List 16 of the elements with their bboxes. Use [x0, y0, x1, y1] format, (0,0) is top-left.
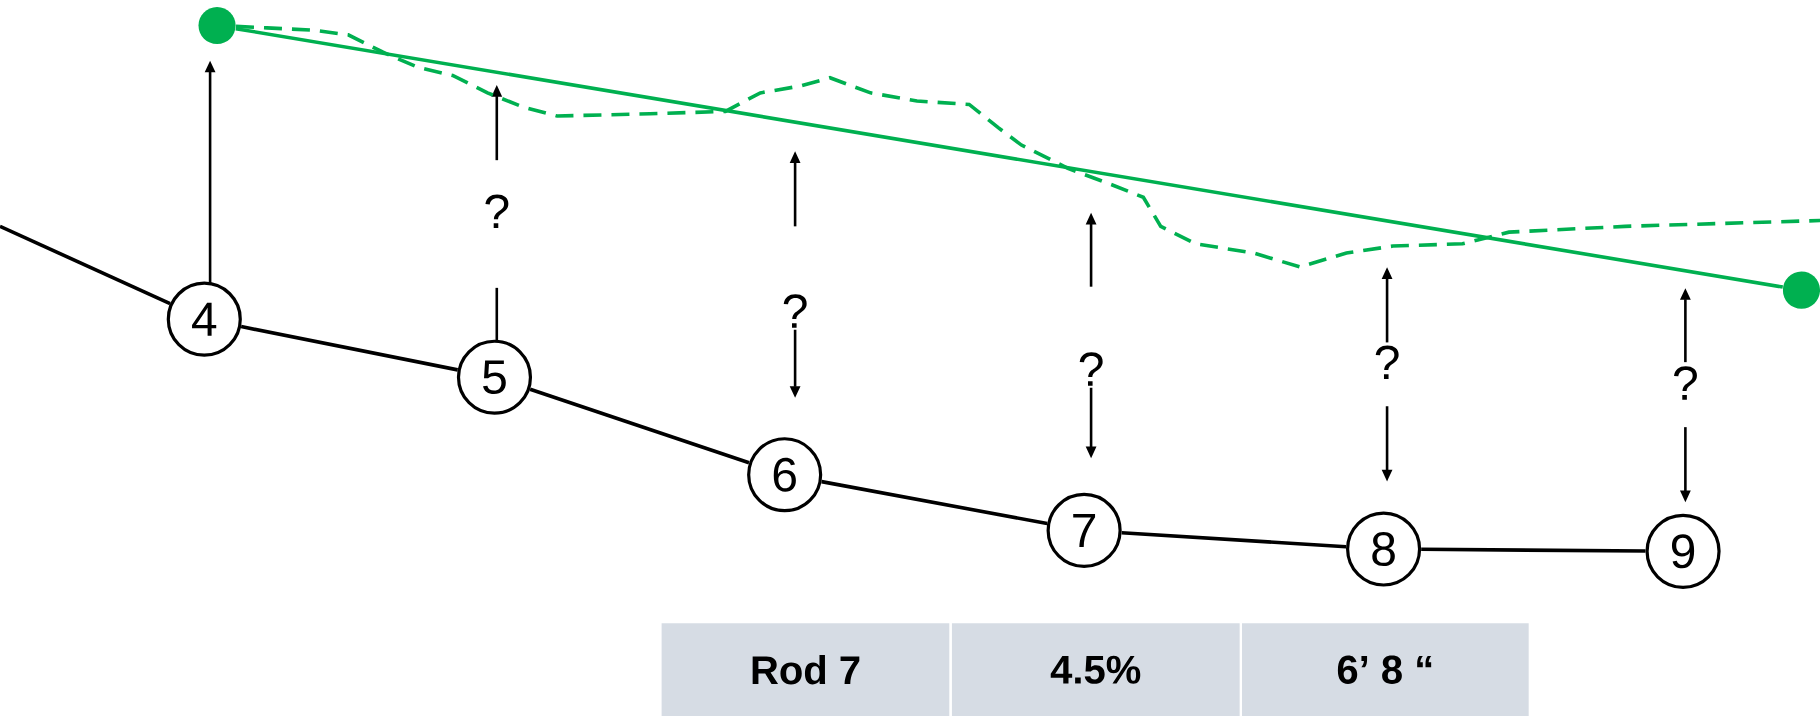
table-cell: Rod 7	[661, 623, 950, 716]
question-mark: ?	[1670, 364, 1701, 402]
line	[529, 387, 750, 465]
endpoint-dot	[198, 6, 236, 45]
table-cell: 4.5%	[951, 623, 1240, 716]
question-mark: ?	[1371, 343, 1403, 381]
question-mark: ?	[481, 192, 513, 230]
question-mark: ?	[1075, 350, 1107, 388]
line	[0, 224, 171, 306]
table-cell: 6’ 8 “	[1242, 623, 1529, 716]
line	[821, 479, 1048, 526]
line	[240, 324, 458, 372]
endpoint-dot	[1782, 271, 1820, 309]
line	[1421, 547, 1646, 553]
line	[1121, 530, 1347, 549]
question-mark: ?	[779, 292, 811, 330]
